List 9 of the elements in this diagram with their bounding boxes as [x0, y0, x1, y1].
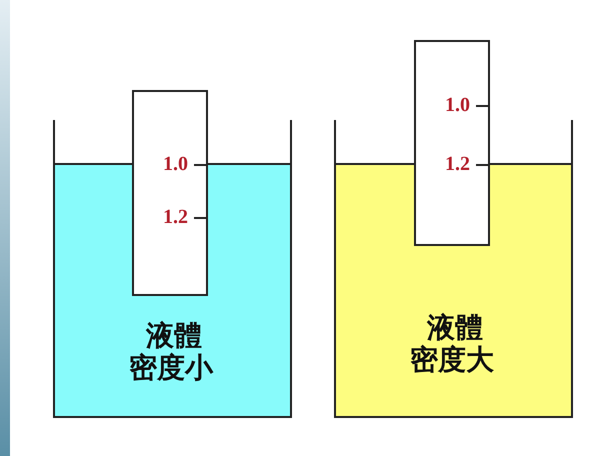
scale-reading: 1.0 — [163, 152, 188, 176]
liquid-label: 液體密度大 — [410, 312, 496, 376]
scale-reading: 1.0 — [445, 93, 470, 117]
beaker — [334, 120, 573, 418]
liquid-label: 液體密度小 — [129, 320, 214, 384]
scale-reading: 1.2 — [163, 205, 188, 229]
hydrometer — [414, 40, 490, 246]
hydrometer — [132, 90, 208, 296]
scale-reading: 1.2 — [445, 152, 470, 176]
